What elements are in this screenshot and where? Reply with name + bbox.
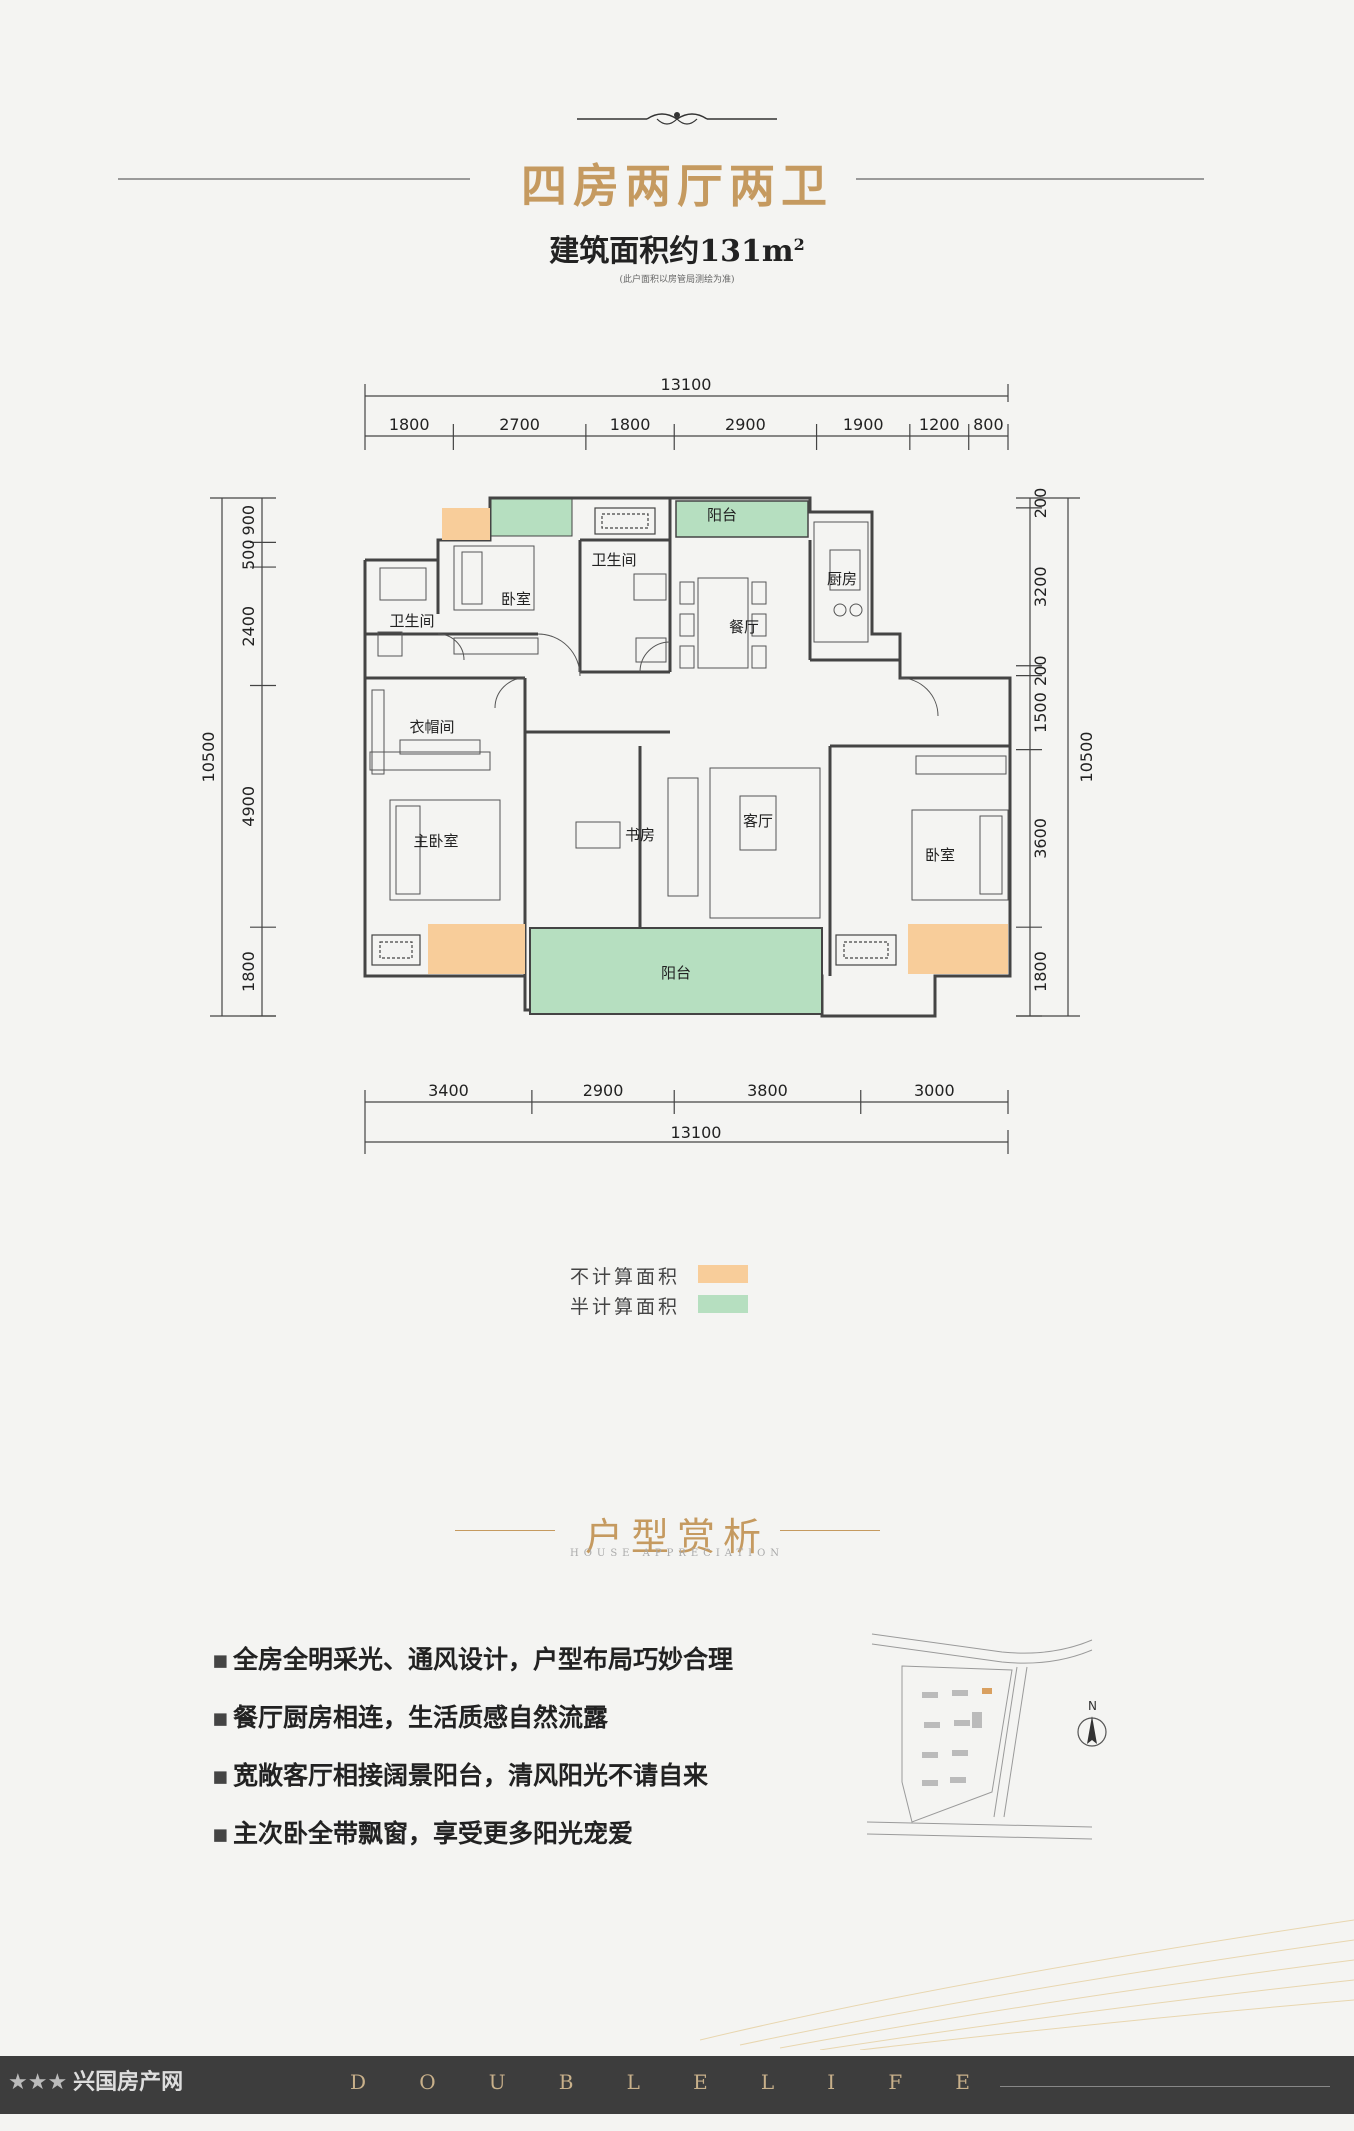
dim-top: 2900 (725, 415, 766, 434)
north-label: N (1088, 1699, 1097, 1713)
dim-right: 1500 (1031, 692, 1050, 733)
bay-window-right-bedroom (908, 924, 1008, 974)
room-bathroom-mid: 卫生间 (591, 551, 636, 569)
decorative-waves (700, 1919, 1354, 2050)
room-living: 客厅 (743, 812, 773, 830)
feature-item: ▪餐厅厨房相连，生活质感自然流露 (212, 1703, 608, 1732)
room-balcony-top: 阳台 (707, 506, 737, 524)
section-rule-left (455, 1530, 555, 1531)
title-rule-right (856, 178, 1204, 180)
north-arrow-icon: N (1077, 1699, 1107, 1747)
dim-left: 1800 (239, 951, 258, 992)
dim-bottom: 3400 (428, 1081, 469, 1100)
section-subtitle: HOUSE APPRECIATION (569, 1548, 785, 1559)
furniture (369, 521, 1009, 919)
dim-top: 800 (973, 415, 1004, 434)
room-bedroom-right: 卧室 (925, 846, 955, 864)
legend-swatch-half-counted (698, 1295, 748, 1313)
room-dining: 餐厅 (729, 618, 759, 636)
dim-top: 1800 (610, 415, 651, 434)
legend-swatch-not-counted (698, 1265, 748, 1283)
dim-right-total: 10500 (1077, 732, 1096, 783)
dim-bottom: 3000 (914, 1081, 955, 1100)
site-plan-map: N (866, 1633, 1107, 1840)
feature-item: ▪全房全明采光、通风设计，户型布局巧妙合理 (212, 1645, 733, 1674)
page-title: 四房两厅两卫 (521, 159, 833, 213)
dim-left-total: 10500 (200, 732, 218, 783)
balcony-bottom (529, 927, 823, 1015)
ac-units (371, 507, 897, 966)
legend-label-half-counted: 半计算面积 (570, 1296, 681, 1318)
bay-window-master-bedroom (428, 924, 525, 974)
area-note: (此户面积以房管局测绘为准) (619, 275, 735, 285)
title-rule-left (118, 178, 470, 180)
room-study: 书房 (625, 826, 655, 844)
room-cloakroom: 衣帽间 (409, 718, 454, 736)
dim-bottom: 3800 (747, 1081, 788, 1100)
site-logo: ★★★兴国房产网 (8, 2070, 184, 2095)
dim-top: 1800 (389, 415, 430, 434)
room-balcony-bottom: 阳台 (661, 964, 691, 982)
bay-window-top-bedroom (442, 508, 490, 540)
room-kitchen: 厨房 (827, 570, 857, 588)
feature-list: ▪全房全明采光、通风设计，户型布局巧妙合理 ▪餐厅厨房相连，生活质感自然流露 ▪… (212, 1640, 733, 1872)
dim-top-total: 13100 (661, 375, 712, 394)
section-rule-right (780, 1530, 880, 1531)
dim-left: 2400 (239, 606, 258, 647)
dim-bottom-total: 13100 (671, 1123, 722, 1142)
dim-right: 200 (1031, 655, 1050, 686)
dim-right: 1800 (1031, 951, 1050, 992)
stars-logo-icon: ★★★ (8, 2070, 68, 2095)
feature-item: ▪主次卧全带飘窗，享受更多阳光宠爱 (212, 1819, 633, 1848)
dim-bottom: 2900 (583, 1081, 624, 1100)
dim-left: 500 (239, 539, 258, 570)
dim-right: 3200 (1031, 566, 1050, 607)
room-bedroom-top: 卧室 (501, 590, 531, 608)
dim-right: 200 (1031, 488, 1050, 519)
dim-top: 1200 (919, 415, 960, 434)
dim-top: 2700 (499, 415, 540, 434)
section-title: 户型赏析 (584, 1515, 769, 1559)
dim-top: 1900 (843, 415, 884, 434)
doors (437, 633, 939, 717)
footer-rule (1000, 2086, 1330, 2087)
floor-plan: 阳台 卧室 卫生间 卫生间 餐厅 厨房 衣帽间 主卧室 书房 客厅 卧室 阳台 … (200, 375, 1096, 1154)
room-master-bedroom: 主卧室 (413, 832, 458, 850)
dim-right: 3600 (1031, 818, 1050, 859)
area-label: 建筑面积约131m2 (549, 234, 805, 269)
header-ornament-icon (577, 112, 777, 125)
room-bathroom-left: 卫生间 (389, 612, 434, 630)
colored-areas (489, 497, 573, 537)
dim-left: 4900 (239, 786, 258, 827)
balcony-top (675, 500, 809, 538)
legend-label-not-counted: 不计算面积 (570, 1266, 681, 1288)
feature-item: ▪宽敞客厅相接阔景阳台，清风阳光不请自来 (212, 1761, 708, 1790)
dim-left: 900 (239, 505, 258, 536)
